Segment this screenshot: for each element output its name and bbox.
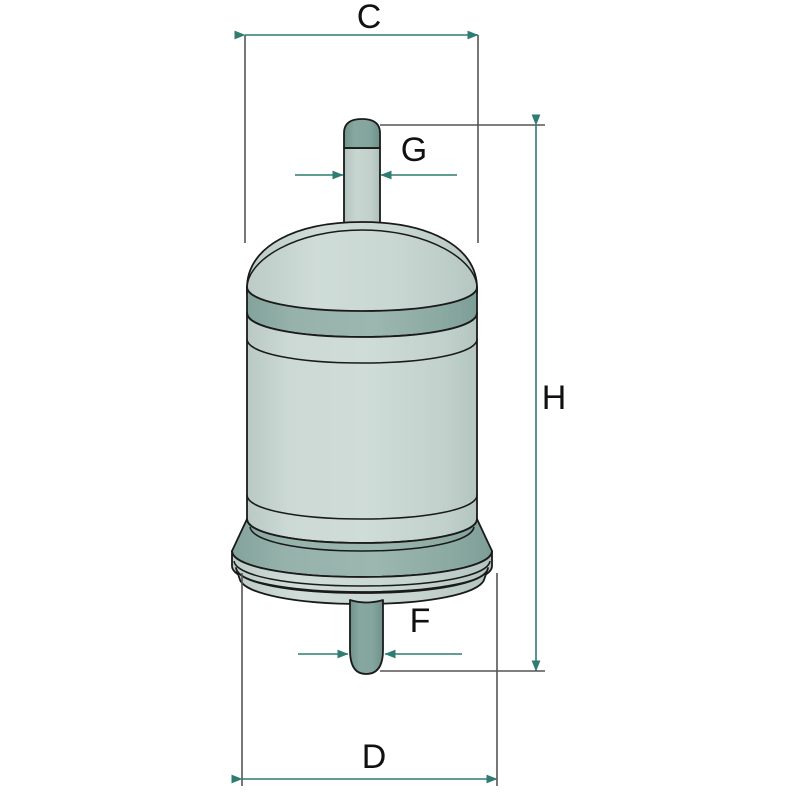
dimension-G-label: G: [401, 131, 427, 169]
dimension-F: F: [298, 602, 462, 659]
bottom-flange-rim: [231, 550, 493, 605]
top-inlet-nipple: [343, 118, 381, 236]
bottom-outlet-nipple: [349, 599, 384, 675]
dimension-C: C: [234, 0, 479, 243]
dimension-G: G: [295, 124, 545, 180]
dimension-H: H: [380, 114, 567, 672]
dimension-H-label: H: [542, 379, 567, 417]
dimension-D-label: D: [362, 738, 387, 776]
dimension-D: D: [231, 573, 498, 786]
dimension-C-label: C: [357, 0, 382, 36]
fuel-filter-part: [231, 118, 493, 675]
canister-body: [246, 312, 478, 544]
dimension-F-label: F: [410, 602, 431, 640]
canister-top-dome: [246, 221, 478, 318]
